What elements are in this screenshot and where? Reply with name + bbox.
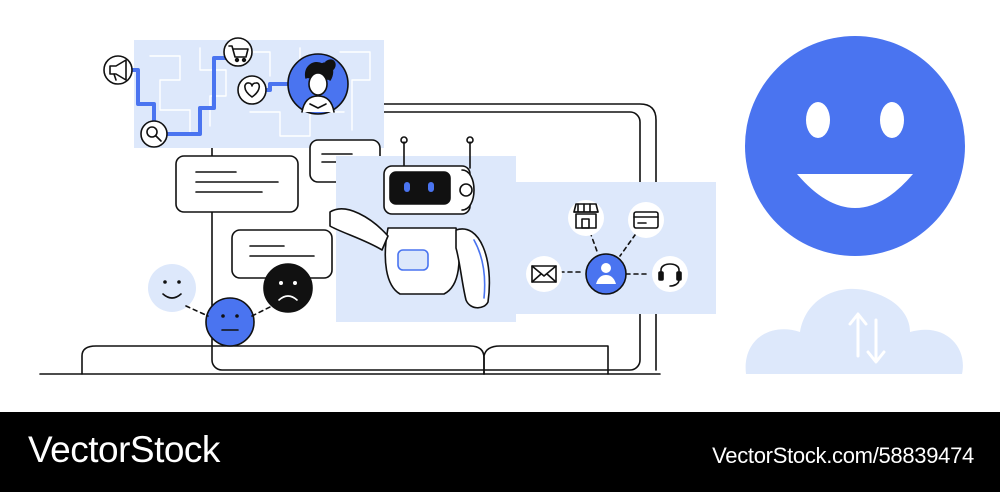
robot-icon [329,136,491,309]
mail-icon [526,256,562,292]
search-icon [140,120,168,148]
chat-bubble-small [231,229,333,279]
illustration [39,36,965,375]
brand-logo: VectorStock [28,429,220,470]
mood-connectors [185,305,273,317]
services-panel [510,182,716,314]
megaphone-icon [103,55,133,85]
cloud-sync-icon [745,288,963,374]
sad-face-icon [263,263,313,313]
chat-bubble-large [175,155,299,213]
woman-avatar-icon [287,53,349,115]
stock-image-url: VectorStock.com/58839474 [712,443,974,468]
headset-icon [652,256,688,292]
smiley-icon [148,264,196,312]
neutral-face-icon [205,297,255,347]
service-connectors [559,227,651,275]
cart-icon [223,37,253,67]
watermark-footer: VectorStock VectorStock.com/58839474 [0,412,1000,492]
user-icon[interactable] [585,253,627,295]
card-icon [628,202,664,238]
store-icon [568,200,604,236]
heart-icon [237,75,267,105]
big-smiley-icon [745,36,965,256]
